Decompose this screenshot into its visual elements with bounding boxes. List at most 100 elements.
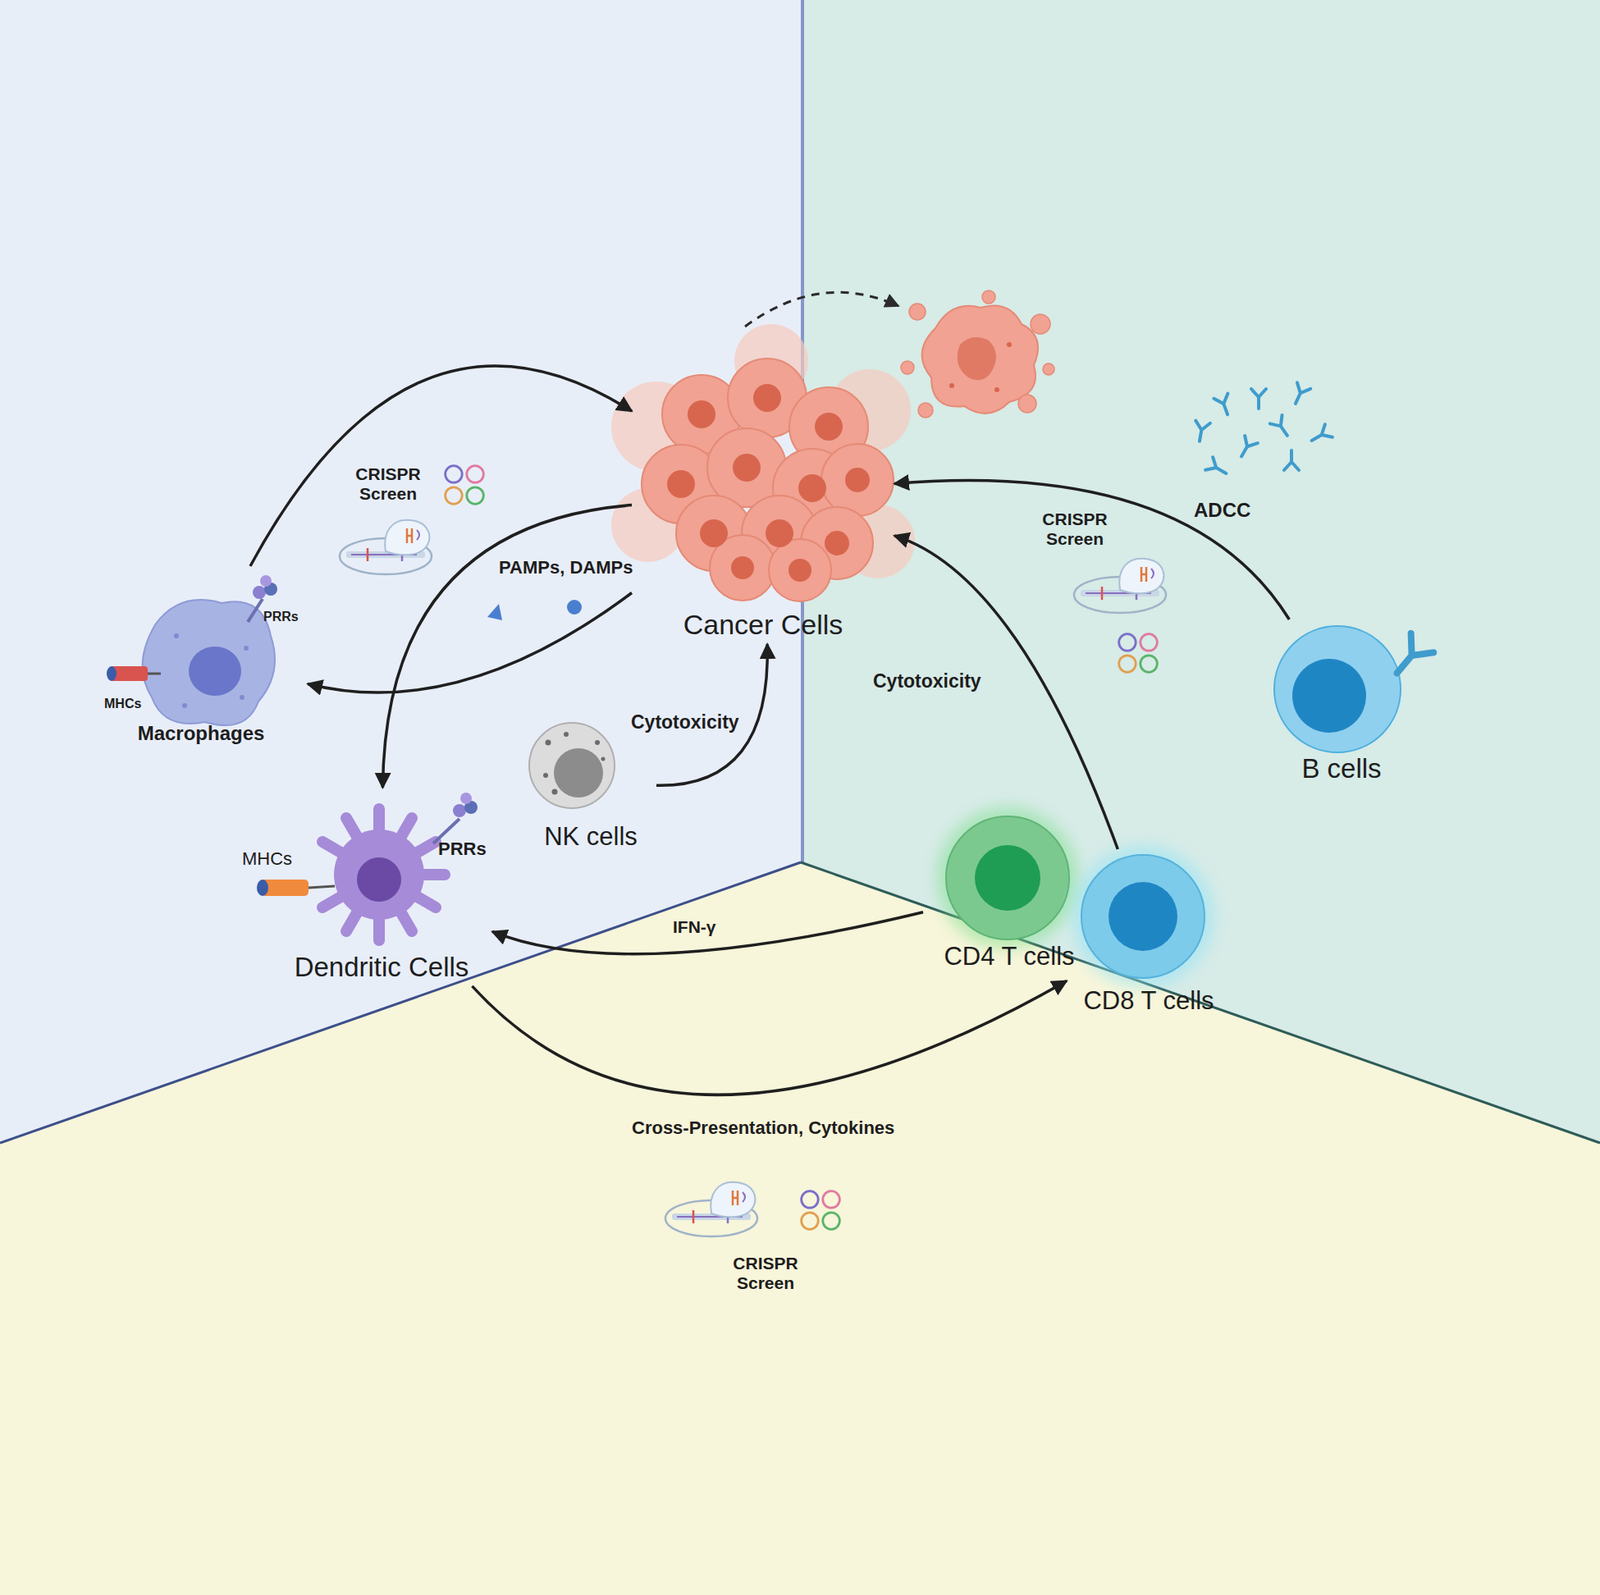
connector-arrow [471, 981, 1067, 1096]
macrophage-part [173, 633, 249, 709]
cancer-cluster-part-part [788, 558, 812, 582]
b-cell-part [1292, 658, 1367, 733]
cell-node: Cancer Cells [631, 344, 895, 645]
connector-arrow [894, 535, 1118, 850]
cell-label: CD8 T cells [1083, 986, 1214, 1016]
cell-node: Dendritic Cells [270, 787, 493, 987]
annotation-label: MHCs [104, 696, 142, 712]
macrophage-part [247, 598, 263, 622]
nk-cell-part [543, 731, 606, 796]
cd8-t-cell-part [1072, 845, 1214, 988]
antibodies [1192, 382, 1333, 480]
macrophage-part-part [243, 645, 249, 651]
macrophage-part-part [182, 703, 188, 709]
cell-node: NK cells [525, 713, 657, 855]
cancer-cluster-part-part [824, 530, 850, 556]
pamp-damp-molecules-part [487, 603, 503, 621]
annotation-label: CRISPR Screen [347, 464, 430, 504]
crispr-screen-icons-part [1119, 634, 1158, 673]
dying-cancer-cell-part-part [909, 303, 926, 320]
cancer-cluster [611, 324, 915, 602]
connector-arrow [250, 365, 632, 567]
annotation-label: MHCs [242, 848, 293, 869]
cd4-t-cell-part [946, 816, 1070, 940]
cancer-cluster-part-part [768, 539, 832, 602]
dying-cancer-cell-part-part [918, 402, 933, 418]
edge-label: ADCC [1193, 498, 1251, 522]
cell-label: CD4 T cells [943, 941, 1075, 972]
nk-cell-part-part [543, 772, 549, 778]
connector-arrow [382, 505, 632, 788]
nk-cell-part-part [601, 757, 606, 762]
nk-cell-part-part [545, 740, 552, 746]
pamp-damp-molecules [487, 599, 582, 621]
macrophage-part [260, 575, 272, 587]
annotation-label: PRRs [263, 609, 299, 625]
crispr-screen-icons-part [801, 1191, 841, 1230]
crispr-screen-icons-part [665, 1182, 758, 1237]
cell-node: CD8 T cells [1066, 849, 1231, 1020]
connector-arrow [492, 912, 924, 955]
dying-cancer-cell-part [949, 342, 1012, 393]
macrophage-part [188, 646, 242, 696]
annotation-label: PAMPs, DAMPs [498, 557, 633, 578]
cell-node: Macrophages [94, 566, 308, 749]
macrophage-part [106, 666, 117, 682]
cancer-cluster-part-part [765, 519, 794, 548]
cancer-cluster-part [641, 358, 894, 602]
b-cell-part [1385, 633, 1434, 683]
antibodies-part [1307, 424, 1333, 448]
antibodies-part [1234, 435, 1258, 461]
antibodies-part [1192, 420, 1211, 444]
macrophage-part [146, 672, 161, 676]
edge-label: IFN-γ [672, 917, 717, 938]
dying-cancer-cell-part-part [1030, 314, 1051, 334]
cell-label: Dendritic Cells [294, 951, 470, 983]
dying-cancer-cell-part [922, 306, 1038, 414]
antibodies-part [1289, 382, 1311, 407]
nk-cell-part [529, 722, 615, 809]
antibodies-part [1251, 388, 1267, 409]
dendritic-cell-part [460, 792, 472, 805]
cancer-cluster-part-part [845, 467, 870, 493]
dendritic-cell-part [356, 857, 402, 902]
cancer-cluster-part-part [687, 400, 716, 429]
dendritic-cell-part [256, 879, 269, 896]
cancer-cluster-part-part [731, 556, 755, 580]
cell-label: B cells [1301, 753, 1381, 785]
edge-label: Cross-Presentation, Cytokines [631, 1117, 895, 1139]
background-regions-part [0, 862, 1600, 1595]
cell-node: CD4 T cells [923, 808, 1096, 975]
cd4-t-cell-part [937, 807, 1079, 949]
macrophage-part-part [239, 694, 245, 700]
dying-cancer-cell-part-part [900, 361, 915, 375]
dying-cancer-cell [900, 290, 1055, 418]
cancer-cluster-part-part [814, 412, 843, 441]
macrophage-part [252, 585, 266, 599]
connector-arrow [894, 480, 1290, 620]
antibodies-part [1284, 450, 1299, 471]
dying-cancer-cell-part-part [1006, 342, 1012, 348]
cancer-cluster-part-part [732, 453, 761, 482]
nk-cell [529, 722, 615, 809]
macrophage-part [142, 599, 275, 726]
b-cell [1274, 626, 1434, 753]
edge-label: Cytotoxicity [630, 711, 740, 733]
annotation-label: PRRs [438, 838, 487, 860]
cancer-cluster-part-part [798, 474, 827, 503]
cd8-t-cell-part [1081, 854, 1205, 979]
nk-cell-part-part [552, 789, 558, 796]
dying-cancer-cell-part-part [949, 383, 955, 389]
dying-cancer-cell-part-part [1042, 363, 1055, 375]
antibodies-part [1205, 457, 1230, 480]
cancer-cluster-part [667, 384, 870, 582]
cell-label: NK cells [544, 822, 638, 852]
cell-label: Cancer Cells [683, 608, 844, 641]
dying-cancer-cell-part [900, 290, 1055, 418]
